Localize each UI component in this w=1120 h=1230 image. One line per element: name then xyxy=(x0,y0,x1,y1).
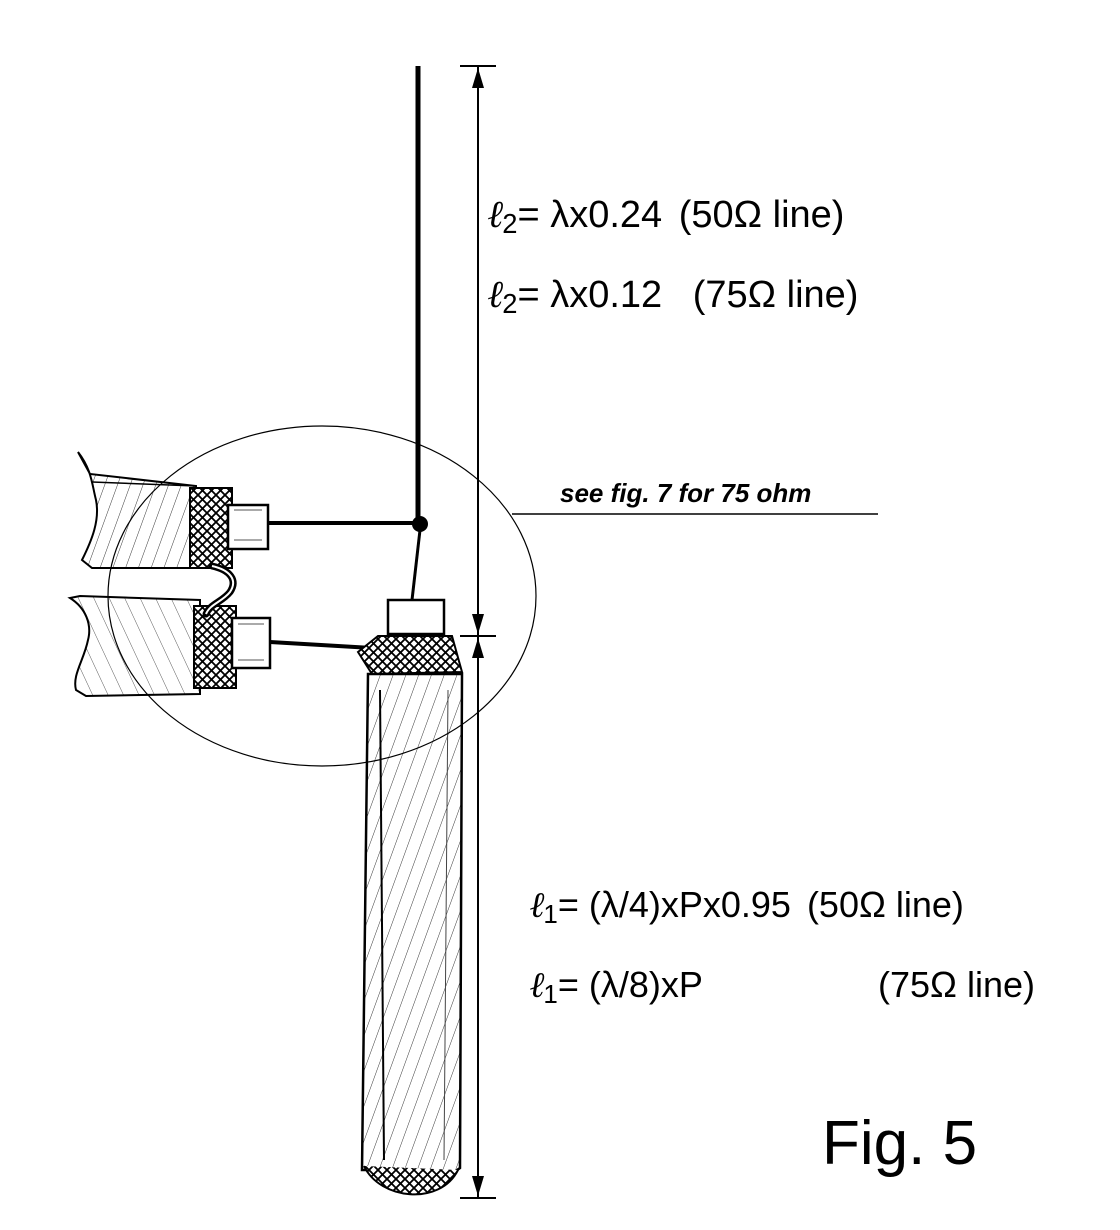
see-fig-7-note: see fig. 7 for 75 ohm xyxy=(560,478,812,508)
ell-symbol: ℓ xyxy=(488,191,505,236)
coax-jacket xyxy=(360,672,464,1196)
l2-75ohm-equation: ℓ2= λx0.12 (75Ω line) xyxy=(488,274,859,318)
ell-symbol: ℓ xyxy=(488,271,505,316)
upper-feed-cable xyxy=(77,451,270,569)
ell-symbol: ℓ xyxy=(530,964,546,1006)
lower-feed-cable xyxy=(67,594,272,698)
line-impedance-note: (75Ω line) xyxy=(878,964,1035,1005)
l1-50ohm-equation: ℓ1= (λ/4)xPx0.95 (50Ω line) xyxy=(530,884,964,928)
equation-value: = λx0.12 xyxy=(517,274,663,316)
coax-braid xyxy=(356,635,464,676)
l1-75ohm-equation: ℓ1= (λ/8)xP xyxy=(530,964,703,1008)
detail-circle xyxy=(107,425,537,767)
subscript: 2 xyxy=(502,288,518,320)
l2-50ohm-equation: ℓ2= λx0.24 (50Ω line) xyxy=(488,194,845,238)
figure-label: Fig. 5 xyxy=(822,1109,978,1178)
subscript: 1 xyxy=(543,980,558,1009)
line-impedance-note: (50Ω line) xyxy=(806,884,964,925)
dimension-l1 xyxy=(460,635,496,1199)
equation-value: = (λ/8)xP xyxy=(557,964,703,1005)
line-impedance-note: (50Ω line) xyxy=(678,194,845,236)
subscript: 1 xyxy=(543,900,558,929)
solder-joint xyxy=(412,516,428,532)
ell-symbol: ℓ xyxy=(530,884,546,926)
lower-center-wire xyxy=(269,640,373,650)
subscript: 2 xyxy=(502,208,518,240)
line-impedance-note: (75Ω line) xyxy=(692,274,859,316)
coax-insulator xyxy=(386,598,446,636)
dimension-l2 xyxy=(460,65,496,636)
equation-value: = λx0.24 xyxy=(517,194,663,236)
equation-value: = (λ/4)xPx0.95 xyxy=(557,884,791,925)
